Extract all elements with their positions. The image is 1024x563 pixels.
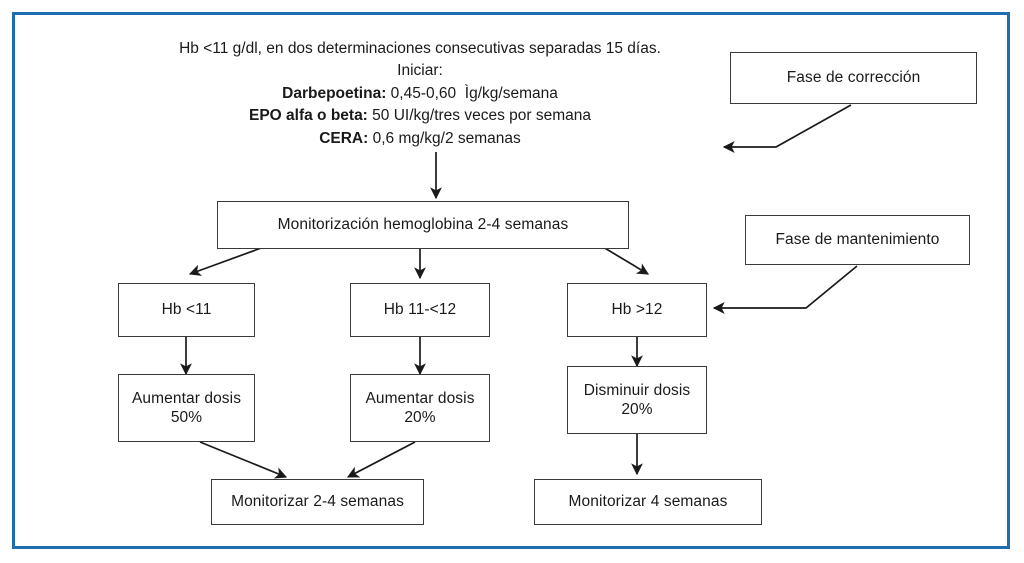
node-hb-high-label: Hb >12 <box>611 301 663 319</box>
header-drug-line-3: CERA: 0,6 mg/kg/2 semanas <box>120 128 720 150</box>
node-hb-low: Hb <11 <box>118 283 255 337</box>
connector-dose-low-to-monitor-left <box>199 441 288 479</box>
node-monitor-2-4-weeks-label: Monitorizar 2-4 semanas <box>231 493 404 511</box>
node-correction-phase: Fase de corrección <box>730 52 977 104</box>
node-hb-mid: Hb 11-<12 <box>350 283 490 337</box>
node-monitor-4-weeks-label: Monitorizar 4 semanas <box>568 493 728 511</box>
connector-correction-phase-pointer <box>722 104 852 153</box>
node-decrease-dose-20-label: Disminuir dosis 20% <box>583 381 691 418</box>
drug-name-epo: EPO alfa o beta: <box>248 107 368 125</box>
connector-dose-mid-to-monitor-left <box>346 441 416 478</box>
node-monitor-2-4-weeks: Monitorizar 2-4 semanas <box>211 479 424 525</box>
drug-dose-darbepoetina: 0,45-0,60 Ìg/kg/semana <box>386 84 558 102</box>
node-hb-low-label: Hb <11 <box>161 301 212 319</box>
node-increase-dose-20-label: Aumentar dosis 20% <box>365 389 475 426</box>
header-line-2: Iniciar: <box>397 62 443 80</box>
node-hb-mid-label: Hb 11-<12 <box>383 301 457 319</box>
drug-dose-cera: 0,6 mg/kg/2 semanas <box>368 129 521 147</box>
connector-monitor-to-hb-low <box>188 246 265 276</box>
node-increase-dose-50: Aumentar dosis 50% <box>118 374 255 442</box>
connector-maintenance-phase-pointer <box>712 265 858 314</box>
drug-name-cera: CERA: <box>319 129 369 147</box>
node-decrease-dose-20: Disminuir dosis 20% <box>567 366 707 434</box>
node-increase-dose-20: Aumentar dosis 20% <box>350 374 490 442</box>
node-monitor-hemoglobin: Monitorización hemoglobina 2-4 semanas <box>217 201 629 249</box>
node-maintenance-phase: Fase de mantenimiento <box>745 215 970 265</box>
node-hb-high: Hb >12 <box>567 283 707 337</box>
header-drug-line-1: Darbepoetina: 0,45-0,60 Ìg/kg/semana <box>120 83 720 105</box>
node-increase-dose-50-label: Aumentar dosis 50% <box>131 389 242 426</box>
header-line-1: Hb <11 g/dl, en dos determinaciones cons… <box>179 40 661 57</box>
drug-dose-epo: 50 UI/kg/tres veces por semana <box>367 107 591 125</box>
header-drug-line-2: EPO alfa o beta: 50 UI/kg/tres veces por… <box>120 105 720 127</box>
header-protocol-text: Hb <11 g/dl, en dos determinaciones cons… <box>120 38 720 150</box>
node-maintenance-phase-label: Fase de mantenimiento <box>775 231 940 249</box>
node-monitor-4-weeks: Monitorizar 4 semanas <box>534 479 762 525</box>
node-correction-phase-label: Fase de corrección <box>786 69 921 87</box>
drug-name-darbepoetina: Darbepoetina: <box>282 84 387 102</box>
node-monitor-hemoglobin-label: Monitorización hemoglobina 2-4 semanas <box>277 216 569 234</box>
connector-monitor-to-hb-high <box>602 246 650 275</box>
